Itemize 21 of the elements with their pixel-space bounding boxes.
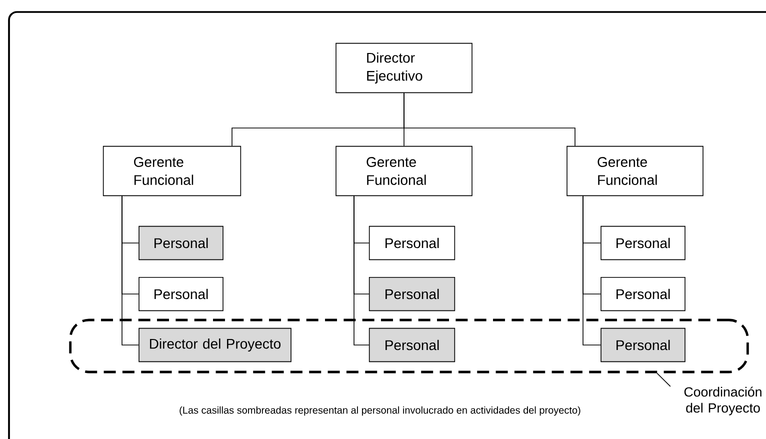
connector-line — [354, 196, 370, 346]
staff-box: Personal — [138, 276, 224, 312]
connector-line — [404, 92, 576, 146]
note: (Las casillas sombreadas representan al personal involucrado en actividades del proyecto) — [180, 406, 580, 416]
staff-box: Personal — [368, 328, 456, 362]
callout-text: Coordinación del Proyecto — [684, 386, 762, 416]
leader-line — [656, 372, 671, 387]
director-box: Director Ejecutivo — [336, 42, 472, 94]
staff-box: Personal — [138, 226, 224, 260]
staff-box: Personal — [600, 276, 686, 312]
connector-line — [122, 196, 139, 346]
staff-box: Personal — [368, 276, 456, 312]
manager-box: Gerente Funcional — [566, 146, 704, 196]
staff-box: Personal — [368, 226, 456, 260]
staff-box: Director del Proyecto — [138, 328, 292, 362]
staff-box: Personal — [600, 226, 686, 260]
connector-line — [582, 196, 601, 346]
manager-box: Gerente Funcional — [102, 146, 242, 196]
manager-box: Gerente Funcional — [336, 146, 472, 196]
dashed-region — [69, 318, 749, 374]
staff-box: Personal — [600, 328, 686, 362]
